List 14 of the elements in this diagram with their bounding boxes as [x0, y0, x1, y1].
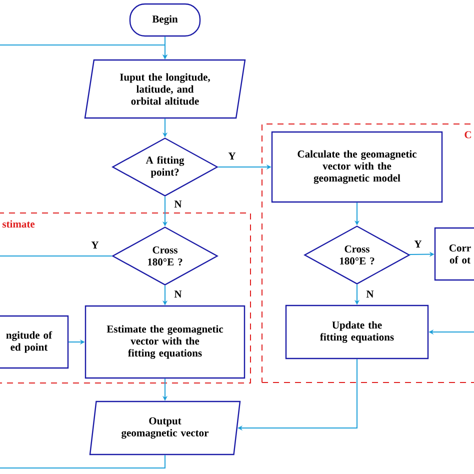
output-box: Output geomagnetic vector — [89, 400, 241, 456]
edge-label: N — [173, 290, 183, 298]
terminal-box: Begin — [129, 3, 201, 37]
process-box: Estimate the geomagnetic vector with the fitting equations — [84, 305, 246, 379]
input-box: Iuput the longitude, latitude, and orbital altitude — [84, 59, 246, 119]
edge-label: Y — [413, 240, 423, 248]
process-box: Calculate the geomagnetic vector with the geomagnetic model — [271, 131, 443, 203]
edge-label: N — [173, 200, 183, 208]
edge-label: N — [365, 290, 375, 298]
edge-label: Y — [227, 152, 237, 160]
process-box: Corr of ot — [434, 227, 474, 281]
edge-label: Y — [90, 240, 100, 250]
process-box: Update the fitting equations — [285, 304, 429, 360]
process-box: ngitude of ed point — [0, 315, 69, 369]
